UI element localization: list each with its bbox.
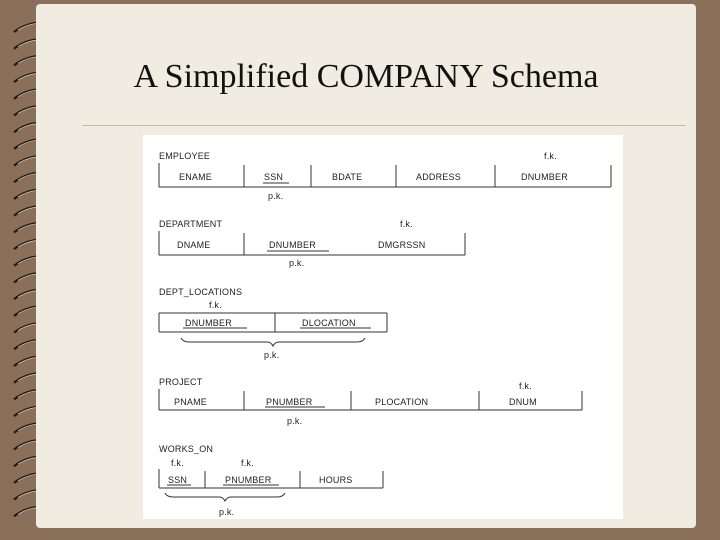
- project-relation-name: PROJECT: [159, 377, 203, 387]
- dept-locations-pk-label: p.k.: [264, 350, 279, 360]
- works-on-pk-label: p.k.: [219, 507, 234, 517]
- title-divider: [82, 125, 686, 126]
- works-on-attr-ssn: SSN: [168, 475, 187, 485]
- project-pk-label: p.k.: [287, 416, 302, 426]
- department-attr-dmgrssn: DMGRSSN: [378, 240, 425, 250]
- dept-locations-attr-dlocation: DLOCATION: [302, 318, 356, 328]
- department-fk-label: f.k.: [400, 219, 413, 229]
- employee-pk-label: p.k.: [268, 191, 283, 201]
- dept-locations-relation-name: DEPT_LOCATIONS: [159, 287, 242, 297]
- works-on-fk2-label: f.k.: [241, 458, 254, 468]
- employee-attr-address: ADDRESS: [416, 172, 461, 182]
- employee-attr-ename: ENAME: [179, 172, 212, 182]
- schema-figure: EMPLOYEE f.k. ENAME SSN BDATE ADDRESS DN…: [143, 135, 623, 519]
- schema-diagram: EMPLOYEE f.k. ENAME SSN BDATE ADDRESS DN…: [158, 151, 612, 517]
- employee-relation-name: EMPLOYEE: [159, 151, 210, 161]
- employee-attr-bdate: BDATE: [332, 172, 362, 182]
- dept-locations-attr-dnumber: DNUMBER: [185, 318, 232, 328]
- project-attr-dnum: DNUM: [509, 397, 537, 407]
- dept-locations-pk-brace: [180, 337, 366, 348]
- employee-attr-ssn: SSN: [264, 172, 283, 182]
- project-attr-plocation: PLOCATION: [375, 397, 428, 407]
- employee-fk-label: f.k.: [544, 151, 557, 161]
- department-pk-label: p.k.: [289, 258, 304, 268]
- slide-title: A Simplified COMPANY Schema: [133, 58, 599, 95]
- dept-locations-fk-label: f.k.: [209, 300, 222, 310]
- works-on-fk1-label: f.k.: [171, 458, 184, 468]
- works-on-relation-name: WORKS_ON: [159, 444, 213, 454]
- works-on-attr-pnumber: PNUMBER: [225, 475, 272, 485]
- works-on-attr-hours: HOURS: [319, 475, 353, 485]
- works-on-pk-brace: [164, 492, 286, 503]
- employee-attr-dnumber: DNUMBER: [521, 172, 568, 182]
- project-attr-pnumber: PNUMBER: [266, 397, 313, 407]
- department-attr-dnumber: DNUMBER: [269, 240, 316, 250]
- department-attr-dname: DNAME: [177, 240, 211, 250]
- project-attr-pname: PNAME: [174, 397, 207, 407]
- project-fk-label: f.k.: [519, 381, 532, 391]
- department-relation-name: DEPARTMENT: [159, 219, 222, 229]
